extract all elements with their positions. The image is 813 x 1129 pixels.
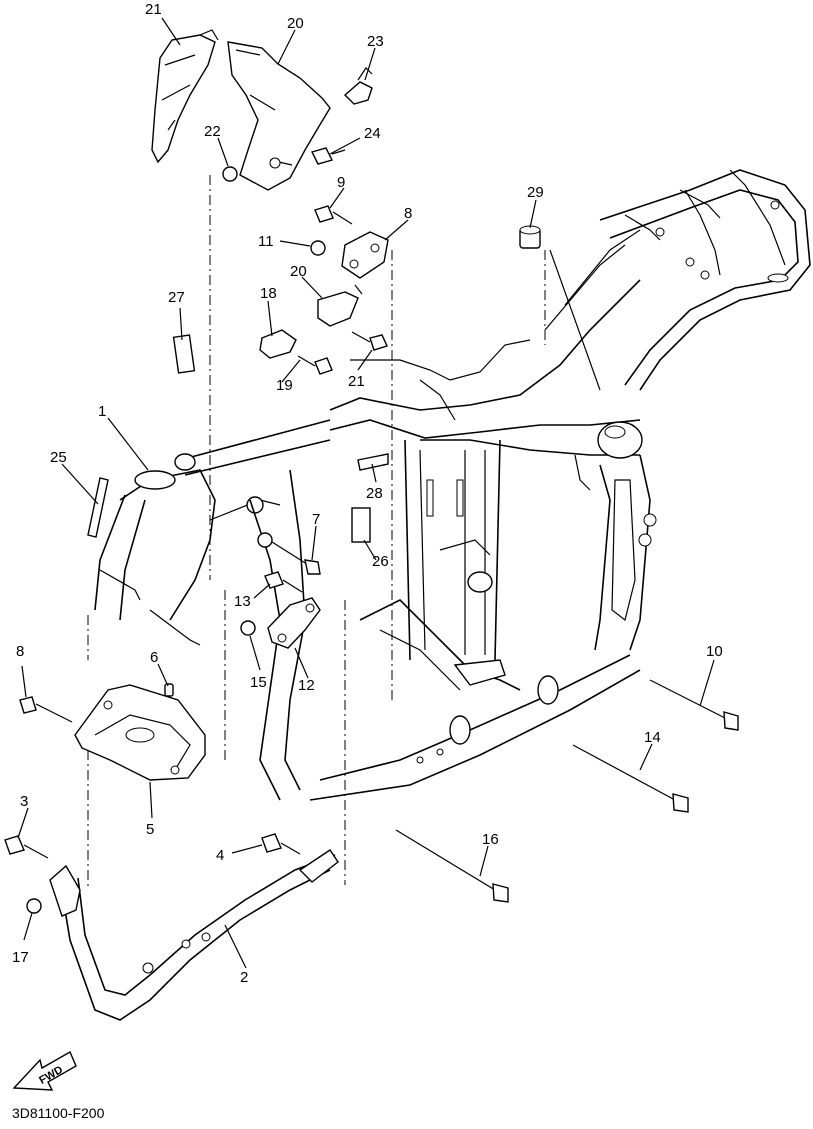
part-14-long-bolt: [572, 744, 689, 813]
part-28-rubber: [351, 507, 371, 543]
assembly-guide-lines: [87, 175, 546, 890]
part-6-bolt: [257, 532, 321, 575]
callout-17: 17: [12, 949, 29, 966]
callout-20: 20: [290, 263, 307, 280]
diagram-code: 3D81100-F200: [12, 1105, 105, 1121]
callout-13: 13: [234, 593, 251, 610]
part-1-main-frame: [94, 169, 811, 801]
part-17-nut: [26, 898, 42, 914]
callout-4: 5: [146, 821, 154, 838]
callout-7: 8: [16, 643, 24, 660]
callout-12: 12: [298, 677, 315, 694]
part-27-strip: [87, 477, 109, 538]
callout-27: 25: [50, 449, 67, 466]
callout-19: 19: [276, 377, 293, 394]
part-5-pin: [164, 683, 174, 697]
part-4-engine-bracket: [74, 684, 206, 781]
callout-29: 27: [168, 289, 185, 306]
part-29-pad: [172, 334, 196, 374]
part-24-nut: [222, 166, 238, 182]
callout-8: 8: [404, 205, 412, 222]
leader-lines: [17, 17, 715, 969]
part-3-bolt-right: [261, 833, 301, 855]
callout-3-left: 3: [20, 793, 28, 810]
callout-10: 10: [706, 643, 723, 660]
part-18-bracket: [259, 329, 297, 359]
part-10-long-bolt: [649, 679, 739, 731]
callout-5: 6: [150, 649, 158, 666]
callout-9: 9: [337, 174, 345, 191]
part-25-bolt: [343, 67, 373, 105]
part-8-plate: [341, 231, 389, 279]
callout-18: 18: [260, 285, 277, 302]
callout-3-right: 4: [216, 847, 224, 864]
callout-30: 28: [366, 485, 383, 502]
callout-labels: 21 20 23 22 24 9 8 11 20 18 27 19 21 29 …: [12, 1, 723, 986]
part-15-nut: [240, 620, 256, 636]
callout-25: 23: [367, 33, 384, 50]
callout-31: 29: [527, 184, 544, 201]
fwd-arrow-icon: FWD: [12, 1051, 77, 1091]
part-2-down-tube: [49, 849, 339, 1021]
part-20-bracket: [317, 284, 363, 327]
callout-22: 20: [287, 15, 304, 32]
part-12-bracket: [267, 597, 321, 649]
callout-16: 16: [482, 831, 499, 848]
callout-11: 11: [258, 233, 274, 250]
part-21-screw: [351, 331, 388, 351]
callout-14: 14: [644, 729, 661, 746]
callout-21: 21: [348, 373, 365, 390]
callout-2: 2: [240, 969, 248, 986]
callout-23: 21: [145, 1, 162, 18]
part-31-damper: [519, 225, 541, 249]
part-30-rubber: [357, 453, 389, 471]
part-22-cover: [227, 41, 331, 191]
part-23-cover-bracket: [151, 29, 219, 164]
part-26-screw: [310, 147, 346, 165]
callout-15: 15: [250, 674, 267, 691]
part-7-bolt: [19, 696, 73, 723]
part-11-nut: [310, 240, 326, 256]
part-13-bolt: [264, 571, 303, 593]
callout-1: 1: [98, 403, 106, 420]
part-19-screw: [297, 355, 333, 375]
callout-28: 26: [372, 553, 389, 570]
part-9-bolt: [314, 205, 353, 225]
part-3-bolt-left: [4, 835, 49, 859]
part-16-long-bolt: [395, 829, 509, 903]
callout-6: 7: [312, 511, 320, 528]
callout-24: 22: [204, 123, 221, 140]
callout-26: 24: [364, 125, 381, 142]
